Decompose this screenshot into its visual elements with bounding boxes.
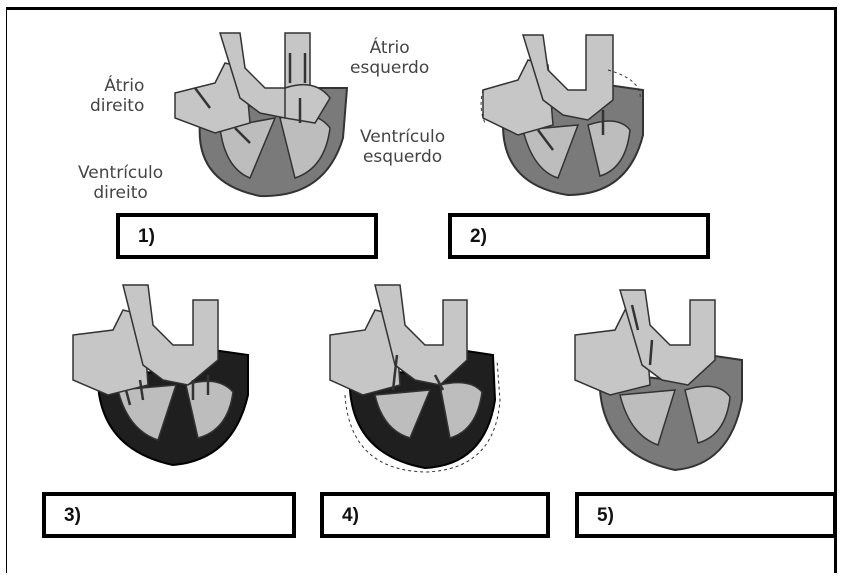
heart-diagram-5	[570, 285, 750, 475]
answer-box-2[interactable]: 2)	[448, 213, 710, 259]
answer-box-1[interactable]: 1)	[116, 213, 378, 259]
heart-diagram-3	[68, 280, 258, 470]
answer-box-5[interactable]: 5)	[575, 492, 837, 538]
answer-box-5-label: 5)	[597, 505, 614, 527]
heart-diagram-1	[165, 28, 355, 203]
answer-box-4-label: 4)	[342, 505, 359, 527]
answer-box-1-label: 1)	[138, 226, 155, 248]
answer-box-3-label: 3)	[64, 505, 81, 527]
answer-box-4[interactable]: 4)	[320, 492, 550, 538]
heart-diagram-4	[325, 280, 505, 475]
heart-diagram-2	[478, 30, 653, 200]
answer-box-3[interactable]: 3)	[42, 492, 296, 538]
answer-box-2-label: 2)	[470, 226, 487, 248]
